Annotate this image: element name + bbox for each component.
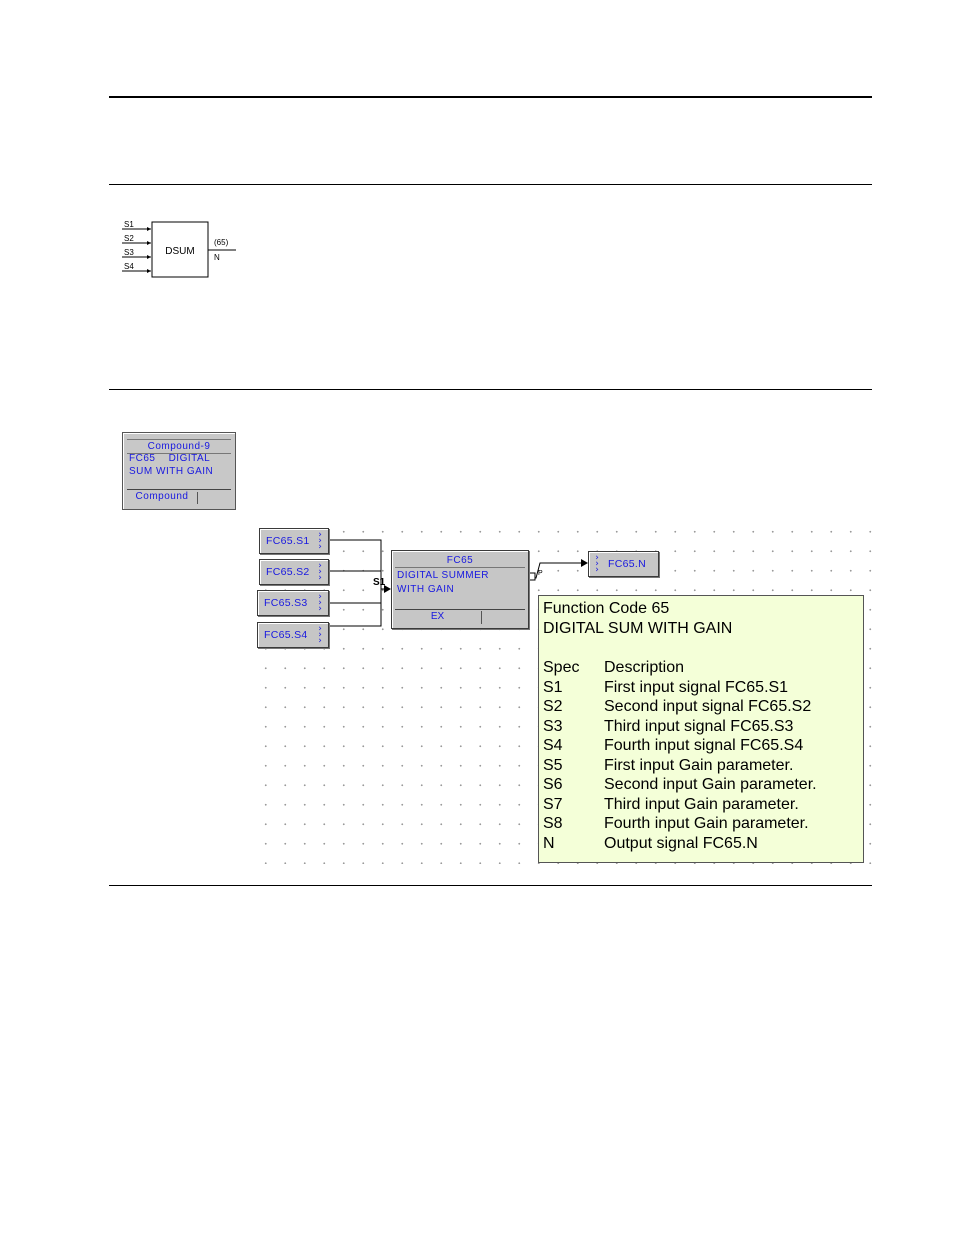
compound-footer-label: Compound	[135, 491, 189, 502]
tooltip-row-spec: N	[543, 835, 555, 852]
fc65-block-footer-divider	[481, 611, 482, 624]
chevron-right-icon: ›››	[318, 530, 322, 552]
tooltip-row-description: First input signal FC65.S1	[604, 679, 789, 696]
dsum-input-s4: S4	[124, 262, 134, 271]
tooltip-row-description: Third input Gain parameter.	[604, 796, 799, 813]
dsum-input-s3: S3	[124, 248, 134, 257]
fc65-function-block[interactable]: FC65 DIGITAL SUMMER WITH GAIN EX	[391, 550, 529, 629]
tooltip-header-spec: Spec	[543, 659, 580, 676]
tooltip-row-spec: S4	[543, 737, 563, 754]
tooltip-row-spec: S6	[543, 776, 563, 793]
input-tag-s1[interactable]: FC65.S1 ›››	[259, 528, 329, 554]
compound-line-1: FC65 DIGITAL	[129, 453, 211, 464]
input-tag-s4-label: FC65.S4	[264, 629, 308, 641]
chevron-right-icon: ›››	[318, 592, 322, 614]
tooltip-row-description: Output signal FC65.N	[604, 835, 758, 852]
tooltip-row-spec: S3	[543, 718, 563, 735]
fc65-block-body: DIGITAL SUMMER WITH GAIN	[397, 569, 489, 597]
fc65-block-line-2: WITH GAIN	[397, 584, 455, 595]
tooltip-row-description: Second input signal FC65.S2	[604, 698, 812, 715]
section-rule-1	[109, 184, 872, 185]
block-output-pin-label: P	[538, 570, 543, 577]
dsum-symbol: S1 S2 S3 S4 DSUM (65) N	[122, 220, 236, 278]
dsum-input-lines	[122, 227, 151, 273]
input-tag-s1-label: FC65.S1	[266, 535, 310, 547]
dsum-input-s1: S1	[124, 220, 134, 229]
tooltip-row-description: Fourth input signal FC65.S4	[604, 737, 804, 754]
top-rule	[109, 96, 872, 98]
fc65-block-footer-label: EX	[430, 611, 445, 622]
chevron-right-icon: ›››	[318, 624, 322, 646]
input-tag-s2-label: FC65.S2	[266, 566, 310, 578]
function-code-tooltip: Function Code 65 DIGITAL SUM WITH GAIN S…	[538, 595, 864, 863]
dsum-input-s2: S2	[124, 234, 134, 243]
tooltip-row-spec: S8	[543, 815, 563, 832]
tooltip-subtitle: DIGITAL SUM WITH GAIN	[543, 620, 733, 637]
input-tag-s3[interactable]: FC65.S3 ›››	[257, 590, 329, 616]
tooltip-title: Function Code 65	[543, 600, 670, 617]
tooltip-row-description: Third input signal FC65.S3	[604, 718, 794, 735]
compound-body: FC65 DIGITAL SUM WITH GAIN	[129, 452, 213, 478]
tooltip-row-spec: S1	[543, 679, 563, 696]
compound-footer-divider	[197, 492, 198, 504]
tooltip-row-description: Fourth input Gain parameter.	[604, 815, 809, 832]
section-rule-3	[109, 885, 872, 886]
fc65-block-title: FC65	[395, 555, 525, 568]
fc65-block-line-1: DIGITAL SUMMER	[397, 570, 490, 581]
section-rule-2	[109, 389, 872, 390]
tooltip-header-description: Description	[604, 659, 685, 676]
chevron-right-icon: ›››	[318, 561, 322, 583]
input-tag-s2[interactable]: FC65.S2 ›››	[259, 559, 329, 585]
tooltip-row-spec: S7	[543, 796, 563, 813]
dsum-label: DSUM	[165, 246, 194, 257]
block-input-pin-label: S1	[373, 577, 386, 588]
input-tag-s3-label: FC65.S3	[264, 597, 308, 609]
dsum-code: (65)	[214, 238, 229, 247]
input-tag-s4[interactable]: FC65.S4 ›››	[257, 622, 329, 648]
fc65-block-footer: EX	[395, 609, 525, 624]
dsum-output-n: N	[214, 253, 220, 262]
chevron-right-icon: ›››	[595, 553, 599, 575]
output-tag-n[interactable]: ››› FC65.N	[588, 551, 659, 577]
output-tag-n-label: FC65.N	[608, 558, 646, 570]
tooltip-row-spec: S2	[543, 698, 563, 715]
compound-footer: Compound	[127, 489, 231, 504]
tooltip-row-spec: S5	[543, 757, 563, 774]
tooltip-row-description: First input Gain parameter.	[604, 757, 794, 774]
compound-title: Compound-9	[127, 439, 231, 454]
compound-line-2: SUM WITH GAIN	[129, 466, 214, 477]
compound-card[interactable]: Compound-9 FC65 DIGITAL SUM WITH GAIN Co…	[122, 432, 236, 510]
tooltip-row-description: Second input Gain parameter.	[604, 776, 817, 793]
